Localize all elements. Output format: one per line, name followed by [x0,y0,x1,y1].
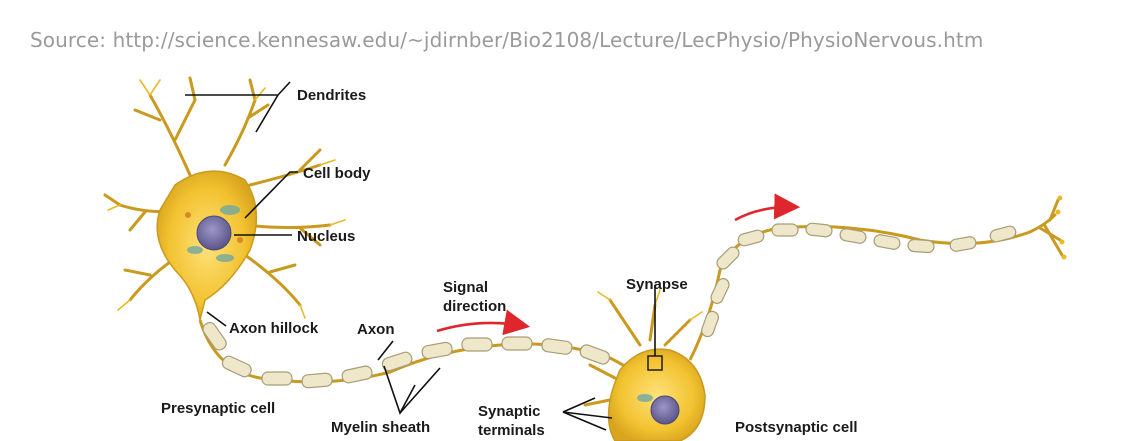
label-signal-direction-line1: Signal [443,279,488,296]
label-synaptic-terminals-line1: Synaptic [478,403,541,420]
postsynaptic-axon [690,227,1030,361]
label-myelin-sheath: Myelin sheath [331,419,430,436]
label-synaptic-terminals-line2: terminals [478,422,545,439]
postsynaptic-cell-body [609,349,705,441]
signal-arrow-1 [437,323,525,331]
postsynaptic-nucleus [651,396,679,424]
label-signal-direction-line2: direction [443,298,506,315]
distal-axon-terminals [1030,196,1067,260]
label-nucleus: Nucleus [297,228,355,245]
presynaptic-nucleus [197,216,231,250]
label-presynaptic-cell: Presynaptic cell [161,400,275,417]
presynaptic-neuron [105,78,345,320]
label-axon-hillock: Axon hillock [229,320,319,337]
signal-arrow-2 [735,207,795,220]
label-cell-body: Cell body [303,165,371,182]
label-synapse: Synapse [626,276,688,293]
postsynaptic-myelin-segments [700,223,1017,339]
label-axon: Axon [357,321,395,338]
postsynaptic-neuron [585,290,705,441]
label-postsynaptic-cell: Postsynaptic cell [735,419,858,436]
label-dendrites: Dendrites [297,87,366,104]
